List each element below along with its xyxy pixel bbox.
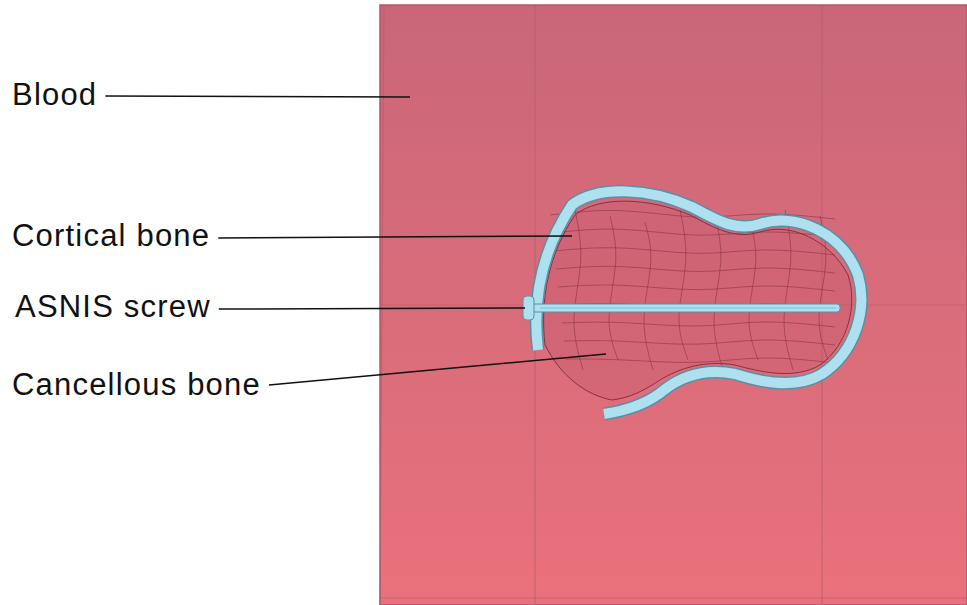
cancellous-wireframe xyxy=(609,216,618,360)
blood-region xyxy=(380,5,967,605)
cancellous-wireframe xyxy=(566,358,835,363)
cancellous-wireframe xyxy=(749,222,758,360)
part-label: Cortical bone xyxy=(12,219,210,253)
part-label: ASNIS screw xyxy=(15,290,211,324)
cancellous-wireframe xyxy=(644,222,653,370)
cancellous-wireframe xyxy=(556,266,835,273)
cancellous-wireframe xyxy=(714,216,723,370)
cancellous-wireframe xyxy=(562,322,835,327)
part-label: Blood xyxy=(12,78,97,112)
cancellous-wireframe xyxy=(679,210,688,360)
cancellous-wireframe xyxy=(574,210,583,370)
cancellous-wireframe xyxy=(558,285,835,291)
cancellous-wireframe xyxy=(554,248,835,255)
cancellous-wireframe xyxy=(564,340,835,345)
part-label: Cancellous bone xyxy=(12,368,261,402)
cancellous-wireframe xyxy=(784,210,793,370)
cancellous-wireframe xyxy=(552,229,835,237)
cortical-bone xyxy=(536,191,861,414)
asnis-screw xyxy=(523,296,840,320)
